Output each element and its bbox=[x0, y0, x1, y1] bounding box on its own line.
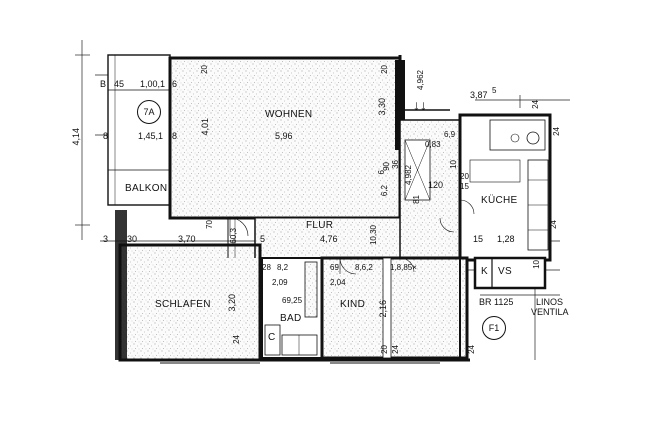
dim-330: 3,30 bbox=[377, 98, 387, 116]
room-label-kind: KIND bbox=[340, 299, 366, 310]
br-label: BR 1125 bbox=[479, 297, 514, 307]
room-label-wohnen: WOHNEN bbox=[265, 109, 313, 120]
ventila-label: VENTILA bbox=[531, 307, 569, 317]
dim-15: 15 bbox=[473, 234, 484, 244]
balcony bbox=[107, 54, 171, 206]
dim-24-right: 24 bbox=[552, 127, 561, 136]
dim-24b: 24 bbox=[391, 345, 400, 354]
dim-70: 70 bbox=[205, 220, 214, 229]
dim-370: 3,70 bbox=[178, 234, 196, 244]
dim-320: 3,20 bbox=[227, 294, 237, 312]
dim-216: 2,16 bbox=[378, 300, 388, 318]
dim-69: 6,9 bbox=[444, 130, 456, 139]
dim-45: 45 bbox=[114, 79, 125, 89]
room-label-k: K bbox=[481, 266, 488, 277]
dim-28: 28 bbox=[262, 263, 271, 272]
dim-401: 4,01 bbox=[200, 118, 210, 136]
dim-24-top: 24 bbox=[531, 100, 540, 109]
balcony-tag: 7A bbox=[137, 100, 161, 124]
dim-120: 120 bbox=[428, 180, 444, 190]
bedroom bbox=[115, 210, 262, 362]
interior-partitions bbox=[227, 218, 256, 258]
dim-8b: 8 bbox=[172, 131, 178, 141]
room-label-flur: FLUR bbox=[306, 220, 334, 231]
dim-5: 5 bbox=[260, 234, 266, 244]
kitchen bbox=[458, 113, 552, 262]
dim-6: 6 bbox=[377, 170, 386, 175]
service-area bbox=[399, 119, 461, 261]
dim-100: 1,00,1 bbox=[140, 79, 166, 89]
dim-185: 1,8,85× bbox=[390, 263, 417, 272]
dim-15-small: 15 bbox=[460, 182, 469, 191]
dim-209: 2,09 bbox=[272, 278, 288, 287]
dim-8: 8 bbox=[103, 131, 109, 141]
dim-30: 30 bbox=[127, 234, 138, 244]
dim-10: 10 bbox=[532, 260, 541, 269]
dim-20b: 20 bbox=[380, 65, 389, 74]
dim-4982: 4,982 bbox=[404, 165, 413, 186]
dim-862: 8,6,2 bbox=[355, 263, 373, 272]
arrow-marker: ↓↓ bbox=[413, 97, 427, 113]
dim-24a: 24 bbox=[232, 335, 241, 344]
dim-3: 3 bbox=[103, 234, 109, 244]
dim-128: 1,28 bbox=[497, 234, 515, 244]
f-tag: F1 bbox=[482, 316, 506, 340]
room-label-schlafen: SCHLAFEN bbox=[155, 299, 211, 310]
dim-083: 0,83 bbox=[425, 140, 441, 149]
dim-603: 60,3 bbox=[229, 228, 238, 244]
bathroom bbox=[261, 257, 323, 359]
child-room bbox=[320, 256, 469, 360]
exterior-walls bbox=[120, 55, 470, 364]
dim-82: 8,2 bbox=[277, 263, 289, 272]
storage-rooms bbox=[473, 256, 547, 290]
dim-81: 81 bbox=[412, 195, 421, 204]
linos-label: LINOS bbox=[536, 297, 564, 307]
dim-b: B bbox=[100, 79, 107, 89]
dim-596: 5,96 bbox=[275, 131, 293, 141]
dim-204: 2,04 bbox=[330, 278, 346, 287]
dim-1030: 10,30 bbox=[369, 225, 378, 246]
room-label-kuche: KÜCHE bbox=[481, 195, 518, 206]
dim-476: 4,76 bbox=[320, 234, 338, 244]
room-label-vs: VS bbox=[498, 266, 512, 277]
dim-20a: 20 bbox=[200, 65, 209, 74]
dim-20c: 20 bbox=[380, 345, 389, 354]
dim-69b: 69 bbox=[330, 263, 339, 272]
dim-6a: 6 bbox=[172, 79, 178, 89]
dim-24c: 24 bbox=[467, 345, 476, 354]
dim-4962: 4,962 bbox=[416, 70, 425, 91]
room-label-c: C bbox=[268, 332, 276, 343]
dim-20-small: 20 bbox=[460, 172, 469, 181]
dim-24d: 24 bbox=[549, 220, 558, 229]
dim-36: 36 bbox=[391, 160, 400, 169]
dim-left-total: 4,14 bbox=[71, 128, 81, 146]
dim-10-small: 10 bbox=[449, 160, 458, 169]
room-label-bad: BAD bbox=[280, 313, 302, 324]
dim-5sup: 5 bbox=[492, 86, 497, 95]
dim-387: 3,87 bbox=[470, 90, 488, 100]
dim-62: 6,2 bbox=[380, 185, 389, 197]
room-label-balkon: BALKON bbox=[125, 183, 168, 194]
dim-145: 1,45,1 bbox=[138, 131, 164, 141]
dim-6925: 69,25 bbox=[282, 296, 303, 305]
door-swings bbox=[229, 199, 475, 275]
